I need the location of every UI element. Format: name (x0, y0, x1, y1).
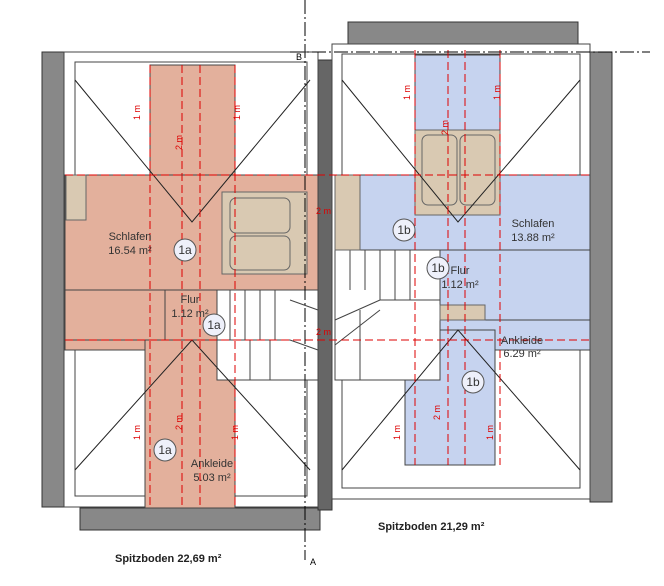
room-name-ankleide-a: Ankleide (191, 458, 233, 470)
svg-text:1b: 1b (431, 261, 445, 275)
bed-b (414, 129, 501, 216)
unit-tag-1b: 1b 1b 1b (392, 218, 485, 394)
room-area-ankleide-b: 6.29 m² (503, 348, 541, 360)
staircase-b (334, 249, 441, 381)
dim-label: 2 m (432, 405, 442, 420)
dim-label: 1 m (492, 85, 502, 100)
room-area-schlafen-b: 13.88 m² (511, 232, 555, 244)
dim-label: 1 m (230, 425, 240, 440)
dim-label: 2 m (316, 206, 331, 216)
dim-label: 2 m (174, 415, 184, 430)
staircase-a (216, 289, 319, 381)
cabinets (65, 174, 486, 321)
svg-text:1a: 1a (207, 318, 221, 332)
room-name-schlafen-b: Schlafen (512, 218, 555, 230)
room-area-flur-b: 1.12 m² (441, 279, 479, 291)
attic-area-a: Spitzboden 22,69 m² (115, 553, 222, 565)
svg-text:1a: 1a (178, 243, 192, 257)
room-name-flur-a: Flur (181, 294, 200, 306)
dim-label: 1 m (132, 105, 142, 120)
axis-lines (290, 0, 650, 560)
section-a-label: A (310, 557, 316, 567)
attic-area-b: Spitzboden 21,29 m² (378, 521, 485, 533)
dim-label: 2 m (174, 135, 184, 150)
room-name-ankleide-b: Ankleide (501, 335, 543, 347)
svg-text:1a: 1a (158, 443, 172, 457)
room-name-schlafen-a: Schlafen (109, 231, 152, 243)
section-b-label: B (296, 52, 302, 62)
svg-text:1b: 1b (397, 223, 411, 237)
room-name-flur-b: Flur (451, 265, 470, 277)
dim-label: 2 m (316, 327, 331, 337)
dim-label: 2 m (440, 120, 450, 135)
dim-label: 1 m (485, 425, 495, 440)
bed-a (221, 191, 308, 275)
dimension-lines (65, 50, 590, 508)
dim-label: 1 m (132, 425, 142, 440)
dim-label: 1 m (402, 85, 412, 100)
unit-a-rooms (64, 64, 319, 509)
unit-tag-1a: 1a 1a 1a (153, 238, 226, 462)
room-area-ankleide-a: 5.03 m² (193, 472, 231, 484)
dim-label: 1 m (232, 105, 242, 120)
svg-text:1b: 1b (466, 375, 480, 389)
dim-label: 1 m (392, 425, 402, 440)
room-area-schlafen-a: 16.54 m² (108, 245, 152, 257)
room-area-flur-a: 1.12 m² (171, 308, 209, 320)
